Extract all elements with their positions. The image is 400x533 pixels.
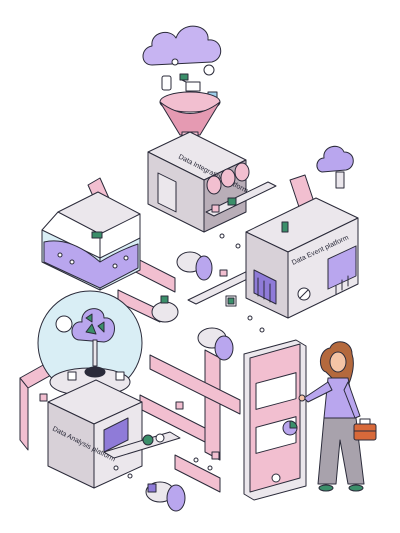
liquid-tank [41, 191, 141, 291]
tank-liquid [43, 240, 139, 289]
integration-door [157, 172, 177, 213]
analysis-dome [37, 290, 143, 397]
dome-tree [71, 308, 115, 343]
smoke-cloud-icon [316, 145, 354, 173]
floor-pegs [39, 233, 265, 479]
valve-joints [145, 251, 234, 512]
bubble-icon [171, 58, 179, 66]
badge-icon [179, 73, 189, 81]
pipe-network [19, 174, 316, 493]
tank-lid [57, 191, 141, 235]
woman-figure [298, 341, 377, 492]
settings-icon [203, 64, 215, 76]
cloud-source [142, 25, 222, 66]
pipe-centre-down [204, 349, 221, 461]
pipe-bottom [174, 454, 221, 493]
joint-upper [176, 251, 213, 281]
data-analysis-machine: Data Analysis platform [47, 379, 181, 489]
smartphone [243, 339, 307, 501]
pipe-left-vertical [19, 377, 29, 451]
joint-middle [151, 295, 179, 323]
phone-icon [161, 75, 172, 91]
joint-centre [197, 327, 234, 361]
phone-home-button [271, 473, 281, 483]
briefcase-icon [353, 418, 377, 441]
pie-chart-icon [142, 434, 154, 446]
phone-card-top [255, 372, 297, 410]
bar-chart-icon [335, 275, 349, 295]
pipe-centre-right [149, 354, 241, 415]
arm-left [303, 381, 333, 403]
cloud-icon [142, 25, 222, 66]
pipe-mid-link [117, 289, 161, 323]
face [329, 351, 347, 373]
data-event-machine: Data Event platform [245, 145, 359, 319]
joint-bottom [145, 481, 186, 512]
data-integration-machine: Data Integration platform [147, 131, 277, 233]
